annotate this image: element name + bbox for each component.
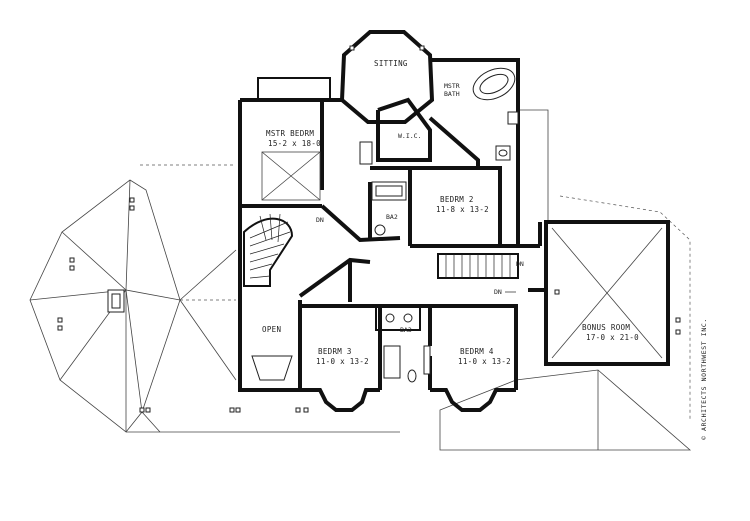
stair-label-dn-2: DN <box>516 260 524 268</box>
room-label-ba2: BA2 <box>386 213 398 221</box>
room-label-bonus: BONUS ROOM <box>582 323 630 332</box>
left-roof <box>29 164 400 433</box>
room-dims-bedrm3: 11-0 x 13-2 <box>316 357 369 366</box>
bath-fixtures <box>251 45 663 413</box>
room-label-wic: W.I.C. <box>398 132 421 140</box>
room-label-mstr-bath-2: BATH <box>444 90 460 98</box>
room-label-mstr-bath-1: MSTR <box>444 82 460 90</box>
rear-stairs <box>437 253 519 279</box>
room-label-bedrm4: BEDRM 4 <box>460 347 494 356</box>
main-stairs <box>243 213 294 287</box>
room-dims-bedrm2: 11-8 x 13-2 <box>436 205 489 214</box>
room-label-mstr-bedrm: MSTR BEDRM <box>266 129 314 138</box>
interior-walls <box>242 97 546 390</box>
room-label-sitting: SITTING <box>374 59 408 68</box>
room-label-bedrm2: BEDRM 2 <box>440 195 474 204</box>
room-dims-bedrm4: 11-0 x 13-2 <box>458 357 511 366</box>
room-dims-mstr-bedrm: 15-2 x 18-0 <box>268 139 321 148</box>
room-dims-bonus: 17-0 x 21-0 <box>586 333 639 342</box>
stair-label-dn-3: DN <box>494 288 502 296</box>
room-label-bedrm3: BEDRM 3 <box>318 347 352 356</box>
room-label-open: OPEN <box>262 325 281 334</box>
architect-credit: © ARCHITECTS NORTHWEST INC. <box>700 318 708 440</box>
room-label-ba3: BA3 <box>400 326 412 334</box>
stair-label-dn-1: DN <box>316 216 324 224</box>
